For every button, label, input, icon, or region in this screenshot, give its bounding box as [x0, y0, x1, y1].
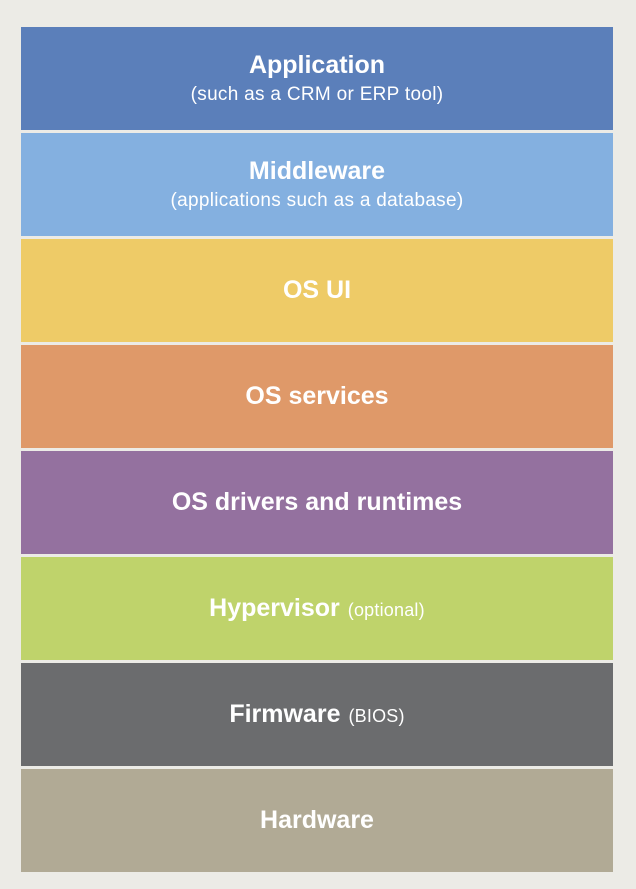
layer-application: Application (such as a CRM or ERP tool) — [21, 27, 613, 130]
layer-title: Application — [248, 51, 386, 79]
layer-firmware: Firmware (BIOS) — [21, 663, 613, 766]
layer-title-line: Hypervisor (optional) — [209, 593, 425, 624]
layer-title-line: Firmware (BIOS) — [229, 699, 404, 730]
layer-subtitle: (applications such as a database) — [170, 190, 464, 212]
layer-title-line: Application — [249, 50, 385, 81]
layer-title: Hardware — [260, 805, 374, 834]
layer-title: OS UI — [282, 275, 352, 304]
layer-title-line: OS UI — [283, 275, 351, 306]
layer-middleware: Middleware (applications such as a datab… — [21, 133, 613, 236]
layer-title-line: Middleware — [249, 156, 385, 187]
layer-title: OS drivers and runtimes — [171, 487, 463, 516]
layer-title: Middleware — [248, 157, 386, 185]
layer-note: (optional) — [347, 599, 425, 620]
layer-hypervisor: Hypervisor (optional) — [21, 557, 613, 660]
layer-title: OS services — [245, 381, 389, 410]
layer-hardware: Hardware — [21, 769, 613, 872]
layer-title-line: OS services — [245, 381, 388, 412]
layer-title-line: Hardware — [260, 805, 374, 836]
layer-stack: Application (such as a CRM or ERP tool) … — [21, 27, 613, 872]
layer-note: (BIOS) — [348, 705, 405, 726]
layer-subtitle: (such as a CRM or ERP tool) — [190, 84, 444, 106]
layer-title: Firmware — [229, 699, 341, 728]
layer-title: Hypervisor — [209, 593, 340, 622]
layer-os-drivers: OS drivers and runtimes — [21, 451, 613, 554]
layer-os-services: OS services — [21, 345, 613, 448]
layer-title-line: OS drivers and runtimes — [172, 487, 462, 518]
layer-os-ui: OS UI — [21, 239, 613, 342]
